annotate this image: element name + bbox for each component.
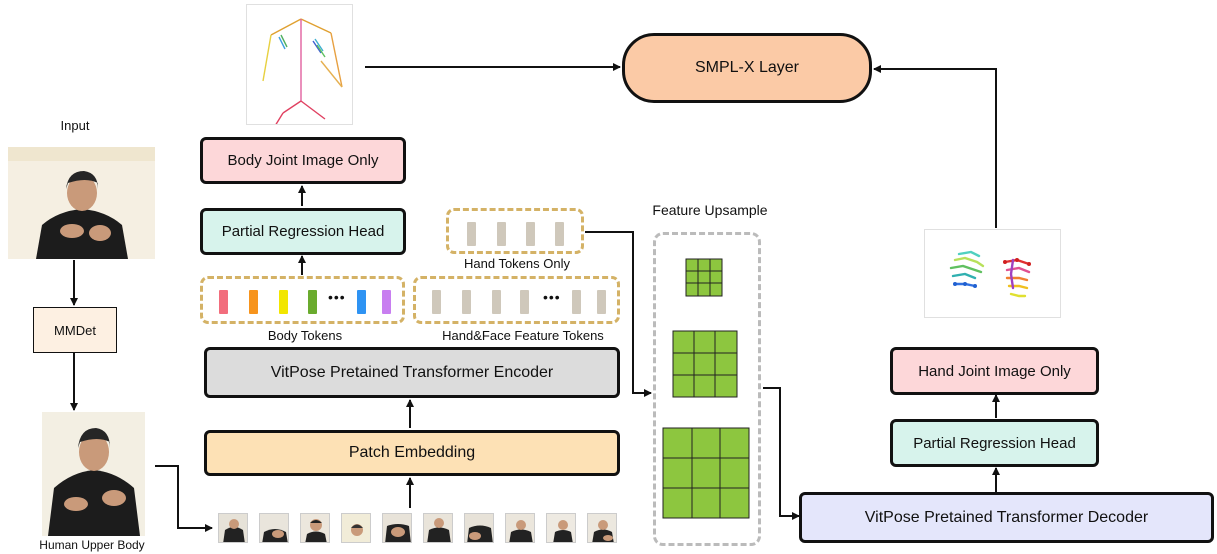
feature-upsample-group [653,232,761,546]
body-token-ellipsis: ••• [328,289,346,305]
image-patch [464,513,494,543]
feature-upsample-label: Feature Upsample [652,202,768,218]
body-token [279,290,288,314]
image-patch [546,513,576,543]
body-regression-head-label: Partial Regression Head [221,223,385,240]
mmdet-label: MMDet [54,322,96,338]
upper-body-label: Human Upper Body [39,538,145,552]
hand-face-token [572,290,581,314]
body-token [308,290,317,314]
body-token [382,290,391,314]
upper-body-image [42,412,145,536]
hand-joint-label: Hand Joint Image Only [918,362,1071,380]
body-token [357,290,366,314]
hand-face-token [520,290,529,314]
image-patch [341,513,371,543]
hand-token [526,222,535,246]
arrow-handimg-to-smplx [873,65,997,228]
patch-embedding-box: Patch Embedding [204,430,620,476]
hand-token [467,222,476,246]
hand-face-token [432,290,441,314]
hand-face-token [492,290,501,314]
smplx-layer-label: SMPL-X Layer [694,59,800,76]
body-joint-label: Body Joint Image Only [227,152,379,169]
image-patch [505,513,535,543]
hand-face-tokens-label: Hand&Face Feature Tokens [442,328,604,343]
hand-joint-box: Hand Joint Image Only [890,347,1099,395]
arrow-upsample-to-decoder [763,387,800,520]
hand-token [497,222,506,246]
hand-regression-head-label: Partial Regression Head [913,434,1076,452]
image-patch [259,513,289,543]
body-joint-box: Body Joint Image Only [200,137,406,184]
image-patch [382,513,412,543]
body-token [249,290,258,314]
arrow-handtokens-to-upsample [585,231,652,397]
hand-skeleton-drawing [949,250,1031,298]
hand-token [555,222,564,246]
input-image [8,147,155,259]
input-label: Input [60,118,90,133]
image-patch [300,513,330,543]
encoder-box: VitPose Pretained Transformer Encoder [204,347,620,398]
hand-face-token [597,290,606,314]
body-token [219,290,228,314]
image-patch [587,513,617,543]
arrow-upperbody-to-patches [155,465,213,532]
image-patch [218,513,248,543]
decoder-label: VitPose Pretained Transformer Decoder [864,508,1149,526]
hand-skeleton-image [924,229,1061,318]
hand-tokens-only-group [446,208,584,254]
body-tokens-group: ••• [200,276,405,324]
body-regression-head-box: Partial Regression Head [200,208,406,255]
mmdet-box: MMDet [33,307,117,353]
hand-face-token [462,290,471,314]
hand-face-tokens-group: ••• [413,276,620,324]
smplx-layer-box: SMPL-X Layer [622,33,872,103]
hand-regression-head-box: Partial Regression Head [890,419,1099,467]
body-tokens-label: Body Tokens [267,328,343,343]
upsample-grids [662,258,750,519]
hand-face-token-ellipsis: ••• [543,289,561,305]
patch-embedding-label: Patch Embedding [348,444,476,461]
hand-tokens-only-label: Hand Tokens Only [464,256,570,271]
encoder-label: VitPose Pretained Transformer Encoder [270,363,554,381]
image-patch [423,513,453,543]
body-skeleton-drawing [262,18,343,124]
body-skeleton-image [246,4,353,125]
decoder-box: VitPose Pretained Transformer Decoder [799,492,1214,543]
